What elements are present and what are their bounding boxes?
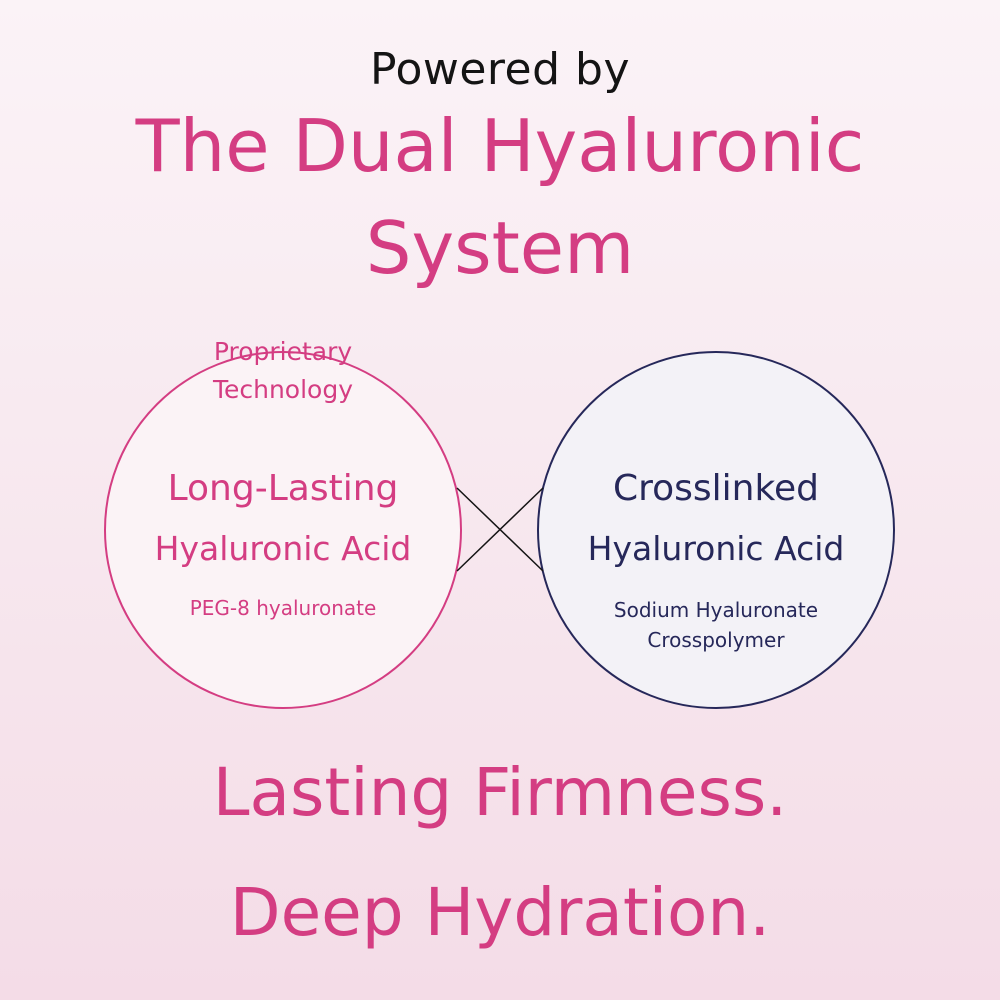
right-circle-subtitle: Hyaluronic Acid: [587, 529, 845, 568]
right-circle-ingredient-line-2: Crosspolymer: [647, 628, 785, 652]
badge-line-2: Technology: [212, 375, 354, 404]
tagline-line-1: Lasting Firmness.: [212, 754, 788, 831]
headline-line-1: The Dual Hyaluronic: [135, 104, 865, 188]
left-circle: [104, 351, 462, 709]
connector-line-2: [456, 487, 544, 572]
kicker-text: Powered by: [369, 44, 631, 95]
tagline-line-2: Deep Hydration.: [229, 874, 771, 951]
headline-line-2: System: [365, 206, 635, 290]
badge-line-1: Proprietary: [213, 337, 353, 366]
left-circle-title: Long-Lasting: [167, 468, 399, 509]
right-circle-ingredient-line-1: Sodium Hyaluronate: [613, 598, 819, 622]
right-circle: [537, 351, 895, 709]
left-circle-subtitle: Hyaluronic Acid: [154, 529, 412, 568]
right-circle-title: Crosslinked: [612, 468, 820, 509]
left-circle-ingredient: PEG-8 hyaluronate: [189, 596, 377, 620]
